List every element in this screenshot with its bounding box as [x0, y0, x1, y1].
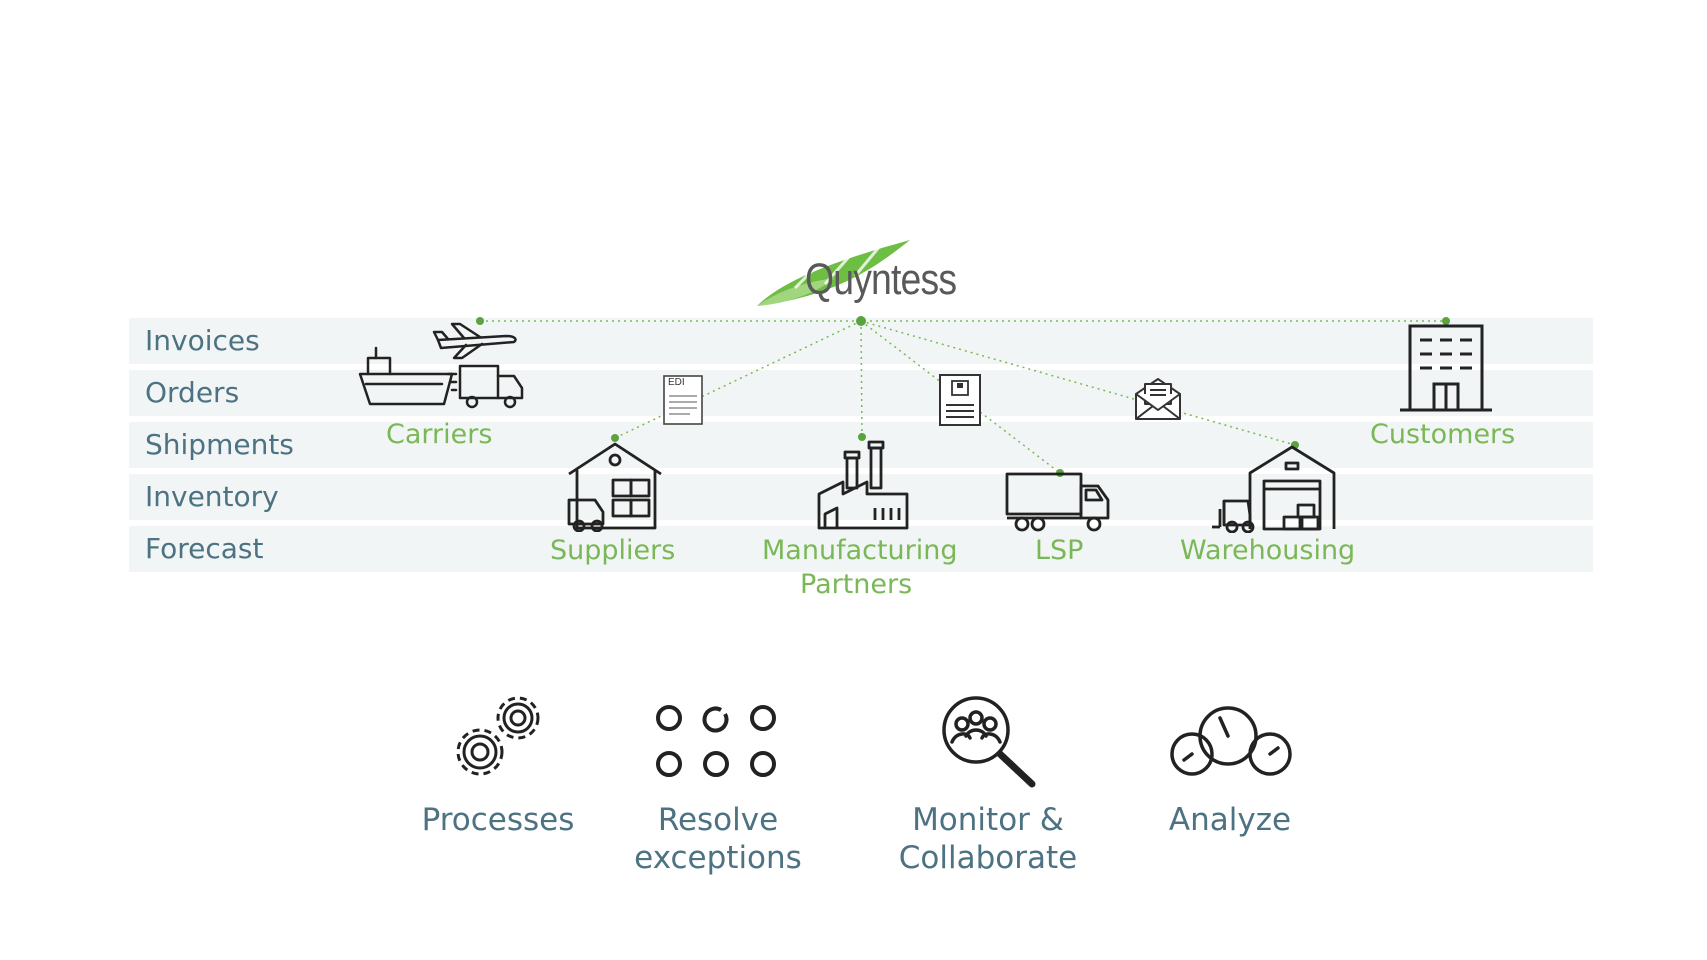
carriers-label: Carriers — [386, 419, 493, 450]
row-band-inventory — [129, 474, 1593, 520]
monitor-label-line1: Monitor & — [912, 802, 1064, 838]
row-band-forecast — [129, 526, 1593, 572]
dot-manufacturing — [858, 433, 866, 441]
row-label-shipments: Shipments — [145, 428, 294, 461]
row-band-shipments — [129, 422, 1593, 468]
quyntess-leaf-logo — [757, 240, 910, 306]
dot-carriers — [476, 317, 484, 325]
mail-envelope-icon — [1135, 378, 1181, 420]
edi-document-icon — [663, 375, 703, 425]
warehousing-icon — [1212, 445, 1336, 533]
dot-hub — [856, 316, 866, 326]
row-label-invoices: Invoices — [145, 324, 260, 357]
row-label-forecast: Forecast — [145, 532, 264, 565]
suppliers-icon — [567, 442, 662, 532]
lsp-label: LSP — [1035, 535, 1084, 566]
factory-icon — [817, 440, 909, 530]
manufacturing-label-line1: Manufacturing — [762, 535, 958, 566]
processes-label: Processes — [421, 802, 575, 838]
manufacturing-label-line2: Partners — [800, 569, 913, 600]
resolve-circles-icon — [656, 705, 776, 777]
monitor-magnifier-icon — [942, 696, 1036, 788]
save-document-icon — [939, 374, 981, 426]
customers-label: Customers — [1370, 419, 1516, 450]
row-label-inventory: Inventory — [145, 480, 279, 513]
connector-warehousing — [860, 320, 1296, 446]
row-label-orders: Orders — [145, 376, 240, 409]
resolve-label-line2: exceptions — [634, 840, 802, 876]
warehousing-label: Warehousing — [1180, 535, 1356, 566]
analyze-gauges-icon — [1170, 706, 1292, 776]
row-band-orders — [129, 370, 1593, 416]
customers-building-icon — [1400, 324, 1492, 412]
edi-label: EDI — [668, 377, 685, 388]
dot-customers — [1442, 317, 1450, 325]
dot-suppliers — [611, 434, 619, 442]
monitor-label-line2: Collaborate — [898, 840, 1078, 876]
gears-icon — [456, 696, 540, 776]
quyntess-logo-text: Quyntess — [805, 255, 957, 304]
carriers-icon — [358, 322, 524, 409]
suppliers-label: Suppliers — [550, 535, 676, 566]
analyze-label: Analyze — [1168, 802, 1292, 838]
resolve-label-line1: Resolve — [657, 802, 779, 838]
lsp-truck-icon — [1005, 472, 1110, 532]
connector-manufacturing — [860, 320, 863, 438]
connector-suppliers — [614, 320, 862, 439]
